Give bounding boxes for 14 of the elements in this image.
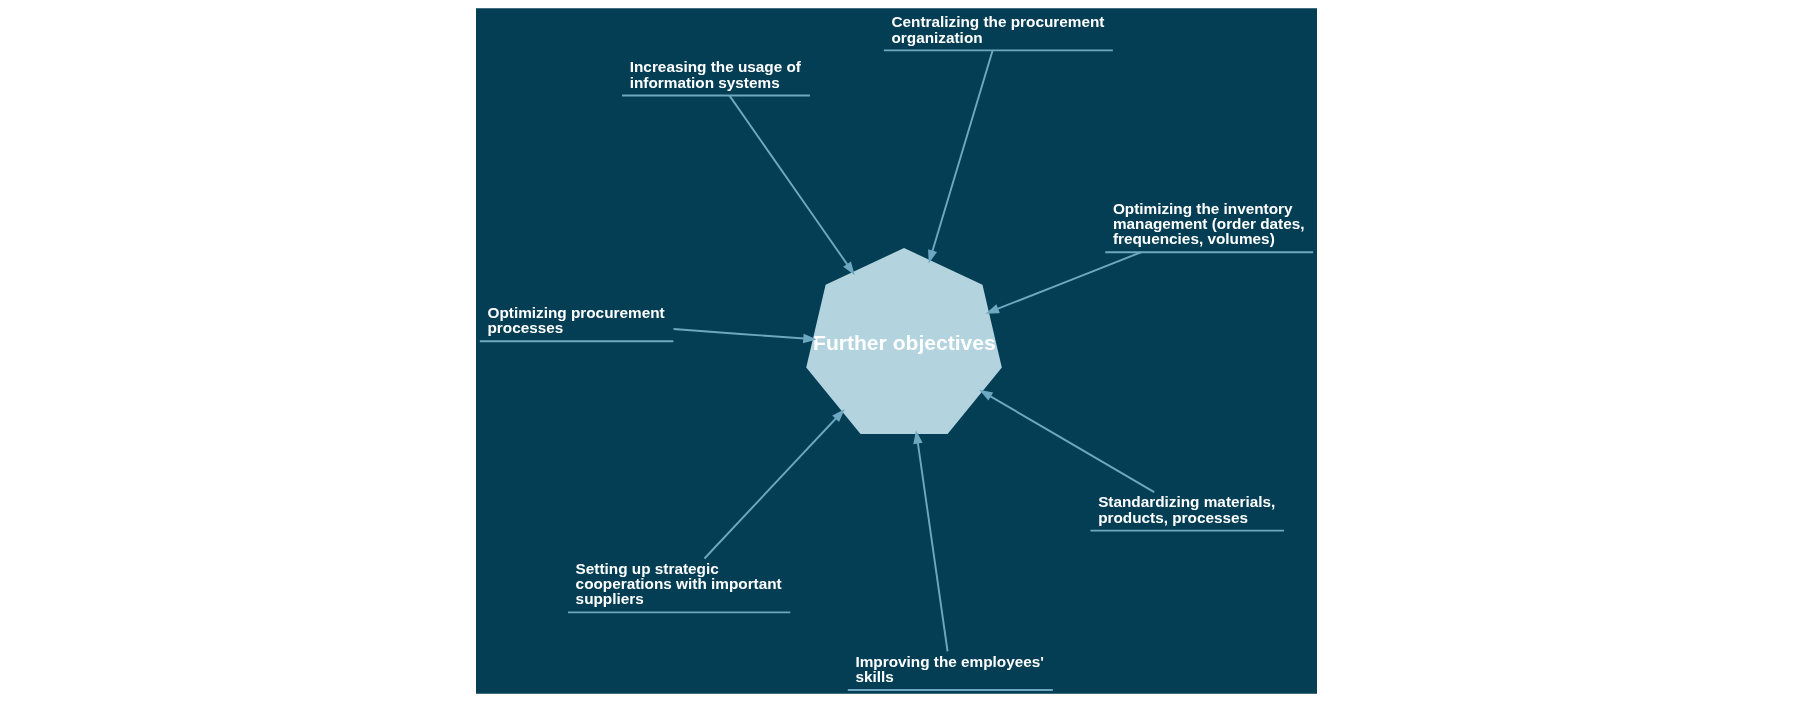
arrow: [703, 408, 845, 560]
arrow: [985, 251, 1143, 314]
arrow: [728, 94, 855, 276]
node-text: Optimizing procurement processes: [487, 303, 665, 337]
node-text: Increasing the usage of information systems: [629, 58, 801, 91]
arrow: [672, 328, 817, 344]
arrow: [928, 49, 994, 264]
node-text: Centralizing the procurement organization: [891, 13, 1105, 46]
arrow: [913, 430, 949, 653]
node-text: Setting up strategic cooperations with important suppliers: [575, 559, 782, 608]
node-text: Standardizing materials, products, processes: [1098, 493, 1276, 526]
node-text: Optimizing the inventory management (order dates, frequencies, volumes): [1112, 199, 1305, 248]
arrow: [979, 389, 1156, 494]
node-text: Improving the employees' skills: [855, 652, 1044, 686]
